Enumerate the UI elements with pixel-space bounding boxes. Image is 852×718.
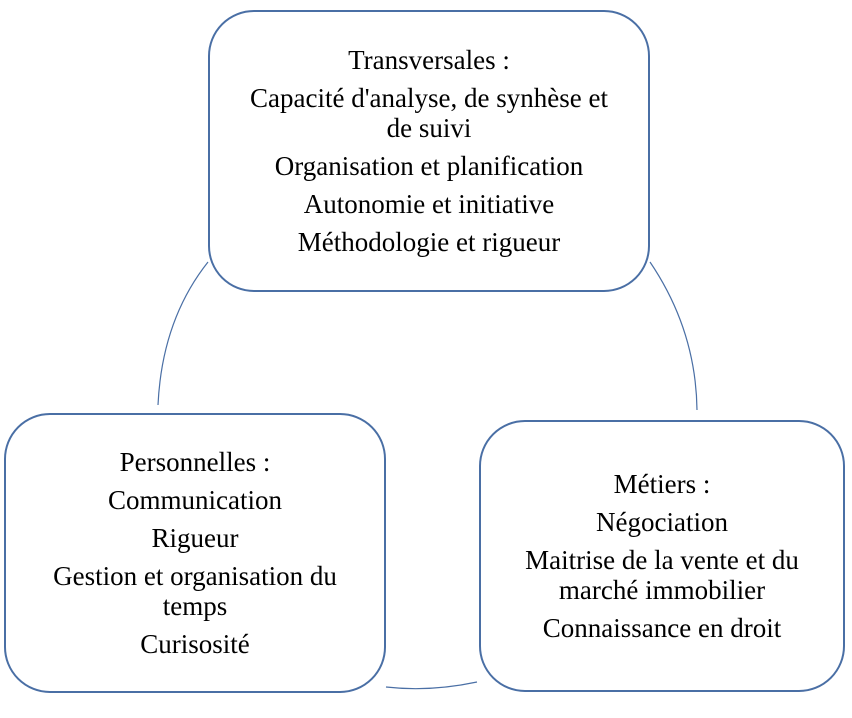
node-title: Transversales : bbox=[348, 45, 510, 75]
node-personnelles: Personnelles : Communication Rigueur Ges… bbox=[4, 413, 386, 693]
node-title: Personnelles : bbox=[119, 447, 271, 477]
connector-right-to-left bbox=[385, 681, 478, 690]
node-item: Curisosité bbox=[140, 629, 250, 659]
connector-top-to-right bbox=[649, 261, 698, 411]
node-item: Gestion et organisation du temps bbox=[53, 561, 337, 621]
node-item: Organisation et planification bbox=[274, 151, 584, 181]
node-item: Rigueur bbox=[151, 523, 239, 553]
node-item: Négociation bbox=[596, 507, 728, 537]
node-title: Métiers : bbox=[613, 469, 711, 499]
node-transversales: Transversales : Capacité d'analyse, de s… bbox=[208, 10, 650, 292]
connector-left-to-top bbox=[157, 261, 209, 406]
node-item: Méthodologie et rigueur bbox=[297, 227, 561, 257]
node-item: Autonomie et initiative bbox=[303, 189, 555, 219]
node-item: Capacité d'analyse, de synhèse et de sui… bbox=[250, 83, 608, 143]
node-item: Connaissance en droit bbox=[542, 613, 782, 643]
node-item: Maitrise de la vente et du marché immobi… bbox=[525, 545, 799, 605]
node-metiers: Métiers : Négociation Maitrise de la ven… bbox=[479, 420, 845, 692]
node-item: Communication bbox=[108, 485, 282, 515]
